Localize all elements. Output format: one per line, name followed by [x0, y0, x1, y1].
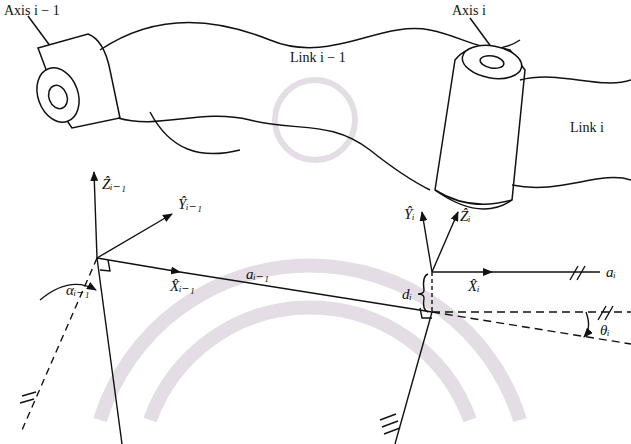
frame-axis-label: Ẑᵢ₋₁: [102, 176, 126, 193]
link-label: Link i: [570, 120, 604, 135]
joint-angle-label: θᵢ: [600, 322, 610, 339]
frame-axis-label: Ẑᵢ: [460, 208, 471, 225]
frame-lines: [20, 172, 631, 444]
frame-axis-label: X̂ᵢ: [468, 278, 480, 295]
axis-label: Axis i: [452, 3, 486, 18]
link-offset-label: dᵢ: [402, 286, 412, 303]
link-twist-label: αᵢ₋₁: [66, 282, 89, 299]
link-length-label: aᵢ: [606, 264, 616, 281]
link-label: Link i − 1: [290, 50, 346, 65]
link-drawing: [28, 16, 631, 209]
frame-axis-label: X̂ᵢ₋₁: [170, 278, 195, 295]
frame-axis-label: Ŷᵢ: [404, 206, 415, 223]
axis-label: Axis i − 1: [4, 3, 60, 18]
link-length-label: aᵢ₋₁: [246, 266, 269, 283]
frame-axis-label: Ŷᵢ₋₁: [178, 196, 202, 213]
